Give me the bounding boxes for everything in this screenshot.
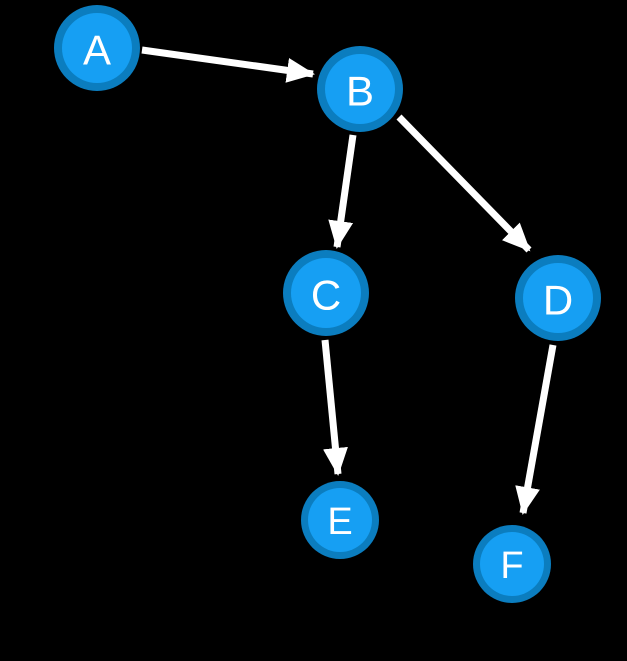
node-D[interactable]: D <box>515 255 601 341</box>
node-fill-E[interactable] <box>308 488 372 552</box>
edge-C-E <box>321 339 348 476</box>
edge-B-C <box>328 134 357 249</box>
edge-A-B <box>141 46 315 83</box>
edge-B-D <box>396 114 532 253</box>
node-fill-F[interactable] <box>480 532 544 596</box>
node-fill-C[interactable] <box>291 258 361 328</box>
edges-layer <box>141 46 557 515</box>
node-C[interactable]: C <box>283 250 369 336</box>
node-E[interactable]: E <box>301 481 379 559</box>
node-A[interactable]: A <box>54 5 140 91</box>
node-fill-D[interactable] <box>523 263 593 333</box>
edge-D-F <box>515 344 557 515</box>
node-B[interactable]: B <box>317 46 403 132</box>
node-F[interactable]: F <box>473 525 551 603</box>
node-fill-B[interactable] <box>325 54 395 124</box>
node-fill-A[interactable] <box>62 13 132 83</box>
